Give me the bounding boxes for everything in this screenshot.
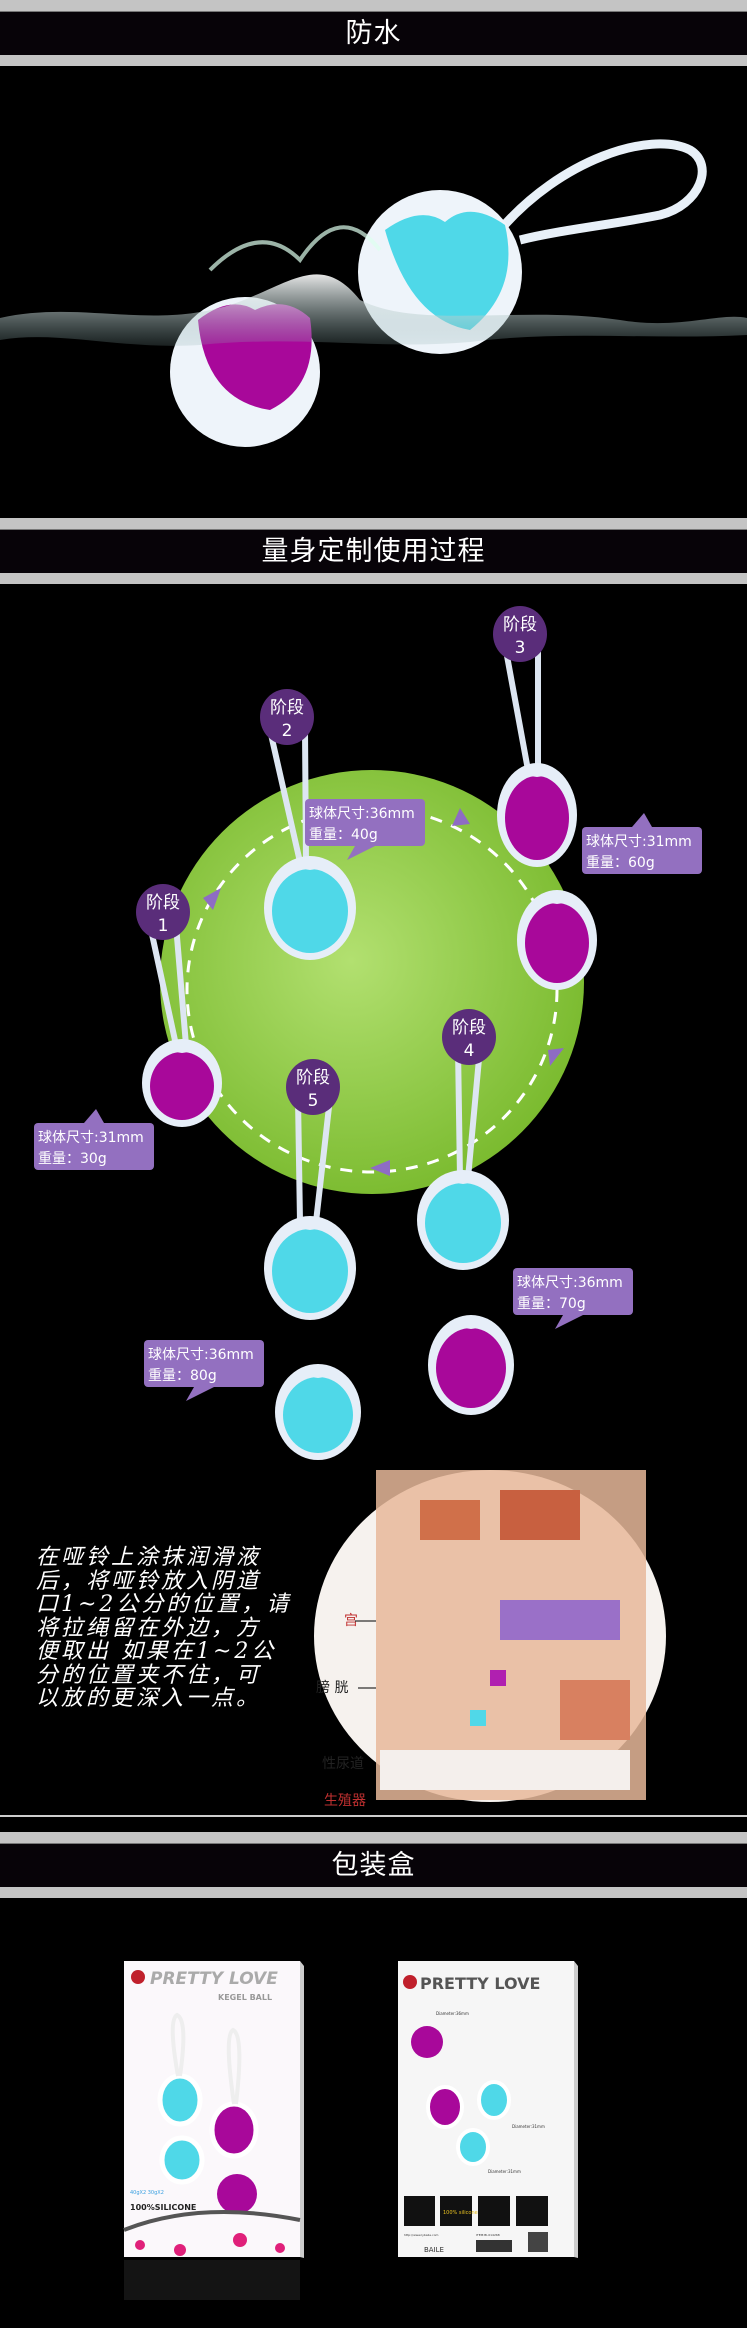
svg-text:Diameter:36mm: Diameter:36mm: [436, 2011, 469, 2016]
svg-text:BAILE: BAILE: [424, 2246, 444, 2254]
instruction-line: 口1~2公分的位置，请: [36, 1592, 292, 1617]
kegel-ball-magenta: [497, 763, 577, 867]
brand-logo: PRETTY LOVE: [420, 1974, 540, 1993]
stage-info-box-4: 球体尺寸:36mm 重量：70g: [513, 1268, 633, 1329]
stage-badge-5: 阶段 5: [286, 1059, 340, 1115]
stage-badge-4: 阶段 4: [442, 1009, 496, 1065]
weights-text: 40gX2 30gX2: [130, 2190, 164, 2196]
pixelated-label: [500, 1600, 620, 1640]
stage-badge-1: 阶段 1: [136, 884, 190, 940]
package-front: PRETTY LOVE KEGEL BALL 40gX2 30gX2 100%S…: [123, 1961, 304, 2300]
stage-info-box-1: 球体尺寸:31mm 重量：30g: [34, 1109, 154, 1170]
kegel-ball-magenta: [142, 1039, 222, 1127]
svg-text:Diameter:31mm: Diameter:31mm: [512, 2124, 545, 2129]
section-title: 量身定制使用过程: [0, 530, 747, 573]
usage-diagram: 阶段 1 阶段 2 阶段 3 阶段 4 阶段 5 球体尺寸:31mm 重量：30g 球体尺寸:36mm…: [34, 606, 702, 1460]
divider: [0, 1815, 747, 1817]
stage-label: 阶段: [296, 1068, 330, 1088]
ball-weight: 重量：40g: [309, 827, 378, 843]
stage-info-box-2: 球体尺寸:36mm 重量：40g: [305, 799, 425, 860]
brand-logo: PRETTY LOVE: [150, 1969, 278, 1989]
section-title: 防水: [0, 12, 747, 55]
ball-size: 球体尺寸:36mm: [309, 806, 415, 822]
instruction-line: 便取出 如果在1~2公: [36, 1639, 277, 1664]
stage-label: 阶段: [146, 893, 180, 913]
ball-weight: 重量：70g: [517, 1296, 586, 1312]
waterproof-image: [0, 139, 747, 447]
ball-weight: 重量：60g: [586, 855, 655, 871]
anatomy-magnifier: 宫 膀 胱 性尿道 生殖器: [314, 1470, 666, 1809]
section-header-waterproof: 防水: [0, 0, 747, 66]
water-splash: [0, 274, 747, 346]
instruction-line: 在哑铃上涂抹润滑液: [36, 1545, 262, 1570]
pull-loop: [496, 139, 707, 245]
stage-info-box-5: 球体尺寸:36mm 重量：80g: [144, 1340, 264, 1401]
stage-info-box-3: 球体尺寸:31mm 重量：60g: [582, 813, 702, 874]
kegel-ball-cyan: [275, 1364, 361, 1460]
instruction-line: 后，将哑铃放入阴道: [36, 1568, 262, 1594]
ball-cyan: [385, 211, 509, 330]
ball-weight: 重量：80g: [148, 1368, 217, 1384]
stage-label: 阶段: [503, 615, 537, 635]
stage-label: 阶段: [452, 1018, 486, 1038]
section-header-packaging: 包装盒: [0, 1832, 747, 1898]
stage-number: 3: [515, 638, 526, 658]
package-back: PRETTY LOVE Diameter:36mm Diameter:31mm …: [398, 1961, 578, 2258]
anatomy-label: 宫: [344, 1613, 358, 1629]
instruction-line: 将拉绳留在外边，方: [36, 1615, 262, 1641]
instructions-text: 在哑铃上涂抹润滑液 后，将哑铃放入阴道 口1~2公分的位置，请 将拉绳留在外边，…: [36, 1546, 316, 1711]
instruction-line: 分的位置夹不住，可: [36, 1662, 262, 1688]
stage-badge-2: 阶段 2: [260, 689, 314, 745]
svg-text:Diameter:31mm: Diameter:31mm: [488, 2169, 521, 2174]
ball-size: 球体尺寸:36mm: [148, 1347, 254, 1363]
ball-size: 球体尺寸:36mm: [517, 1275, 623, 1291]
ball-size: 球体尺寸:31mm: [38, 1130, 144, 1146]
product-name: KEGEL BALL: [218, 1993, 272, 2002]
svg-text:ITEM:BI-014268: ITEM:BI-014268: [476, 2233, 500, 2237]
svg-text:100% silicone: 100% silicone: [443, 2210, 478, 2216]
stage-number: 4: [464, 1041, 475, 1061]
kegel-ball-magenta: [428, 1315, 514, 1415]
kegel-ball-cyan: [264, 856, 356, 960]
strings: [147, 644, 541, 1223]
kegel-ball-magenta: [517, 890, 597, 990]
stage-number: 2: [282, 721, 293, 741]
ball-size: 球体尺寸:31mm: [586, 834, 692, 850]
instruction-line: 以放的更深入一点。: [36, 1686, 262, 1711]
anatomy-label: 膀 胱: [316, 1679, 348, 1696]
stage-badge-3: 阶段 3: [493, 606, 547, 662]
kegel-ball-cyan: [264, 1216, 356, 1320]
stage-number: 5: [308, 1091, 319, 1111]
ball-weight: 重量：30g: [38, 1151, 107, 1167]
stage-number: 1: [158, 916, 169, 936]
stage-label: 阶段: [270, 698, 304, 718]
anatomy-label: 生殖器: [324, 1792, 366, 1809]
section-header-usage: 量身定制使用过程: [0, 518, 747, 584]
svg-text:http://www.lybaile.com: http://www.lybaile.com: [404, 2233, 439, 2237]
kegel-ball-cyan: [417, 1170, 509, 1270]
anatomy-label: 性尿道: [322, 1756, 364, 1772]
section-title: 包装盒: [0, 1844, 747, 1887]
material-text: 100%SILICONE: [130, 2203, 196, 2212]
